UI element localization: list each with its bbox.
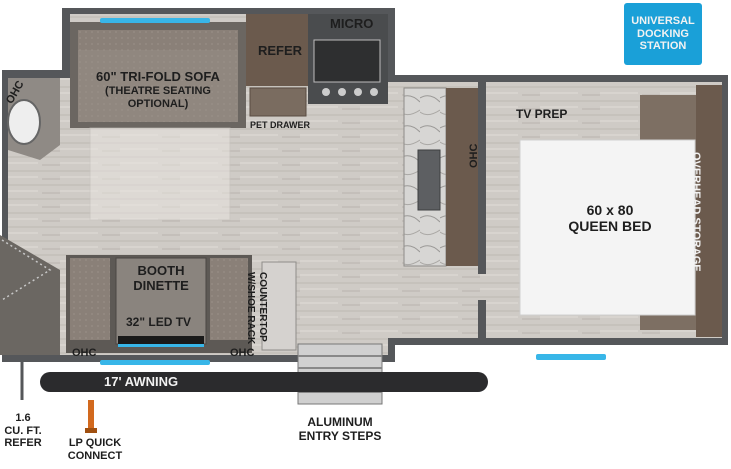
booth-label-line1: BOOTH bbox=[137, 263, 185, 278]
bed-label-line1: 60 x 80 bbox=[586, 202, 634, 218]
ohc-booth-left-label: OHC bbox=[72, 347, 97, 359]
sofa-label-line3: OPTIONAL) bbox=[127, 97, 189, 110]
refer-small-line2: CU. FT. bbox=[4, 424, 42, 437]
bed-label-line2: QUEEN BED bbox=[568, 218, 652, 235]
bed bbox=[519, 85, 722, 360]
sofa-label-line2: (THEATRE SEATING bbox=[105, 84, 211, 97]
booth-label: BOOTH DINETTE bbox=[116, 263, 206, 294]
steps-label-line1: ALUMINUM bbox=[307, 415, 373, 429]
refer-small-line3: REFER bbox=[4, 437, 42, 450]
lp-label: LP QUICK CONNECT bbox=[62, 437, 128, 462]
refer-small-line1: 1.6 bbox=[15, 412, 31, 424]
sofa-label: 60" TRI-FOLD SOFA (THEATRE SEATING OPTIO… bbox=[78, 69, 238, 110]
refer-label: REFER bbox=[258, 43, 303, 58]
tv-prep-label: TV PREP bbox=[516, 107, 568, 121]
awning-label: 17' AWNING bbox=[104, 374, 179, 389]
micro-label: MICRO bbox=[330, 16, 374, 31]
ohc-kitchen-label: OHC bbox=[468, 143, 480, 168]
ohc-booth-right-label: OHC bbox=[230, 347, 255, 359]
sofa-label-line1: 60" TRI-FOLD SOFA bbox=[96, 69, 220, 84]
booth-dinette bbox=[66, 255, 252, 365]
refrigerator bbox=[246, 14, 308, 117]
badge-line2: DOCKING bbox=[637, 27, 689, 40]
kitchen-counter bbox=[403, 87, 478, 267]
countertop-label-line2: W/SHOE RACK bbox=[245, 272, 257, 345]
overhead-storage-label: OVERHEAD STORAGE bbox=[690, 152, 702, 272]
front-left-corner bbox=[0, 78, 60, 355]
pet-drawer-label: PET DRAWER bbox=[250, 120, 311, 130]
countertop-label-line1: COUNTERTOP bbox=[257, 272, 268, 342]
tv-label: 32" LED TV bbox=[126, 315, 192, 329]
sofa bbox=[70, 18, 246, 221]
lp-label-line2: CONNECT bbox=[67, 449, 123, 462]
microwave bbox=[308, 14, 388, 104]
countertop-label: COUNTERTOP W/SHOE RACK bbox=[245, 272, 269, 345]
bed-label: 60 x 80 QUEEN BED bbox=[560, 202, 660, 234]
refer-small-label: 1.6 CU. FT. REFER bbox=[2, 412, 44, 450]
steps-label: ALUMINUM ENTRY STEPS bbox=[282, 415, 398, 444]
badge-line3: STATION bbox=[639, 40, 687, 53]
lp-valve-icon bbox=[85, 400, 97, 433]
badge-line1: UNIVERSAL bbox=[631, 15, 695, 28]
shoe-rack-counter bbox=[261, 261, 297, 351]
booth-label-line2: DINETTE bbox=[133, 277, 189, 293]
bedroom-wall bbox=[478, 82, 486, 340]
lp-label-line1: LP QUICK bbox=[68, 437, 122, 449]
awning bbox=[40, 372, 488, 392]
steps-label-line2: ENTRY STEPS bbox=[298, 428, 382, 443]
docking-station-badge: UNIVERSAL DOCKING STATION bbox=[624, 3, 702, 65]
